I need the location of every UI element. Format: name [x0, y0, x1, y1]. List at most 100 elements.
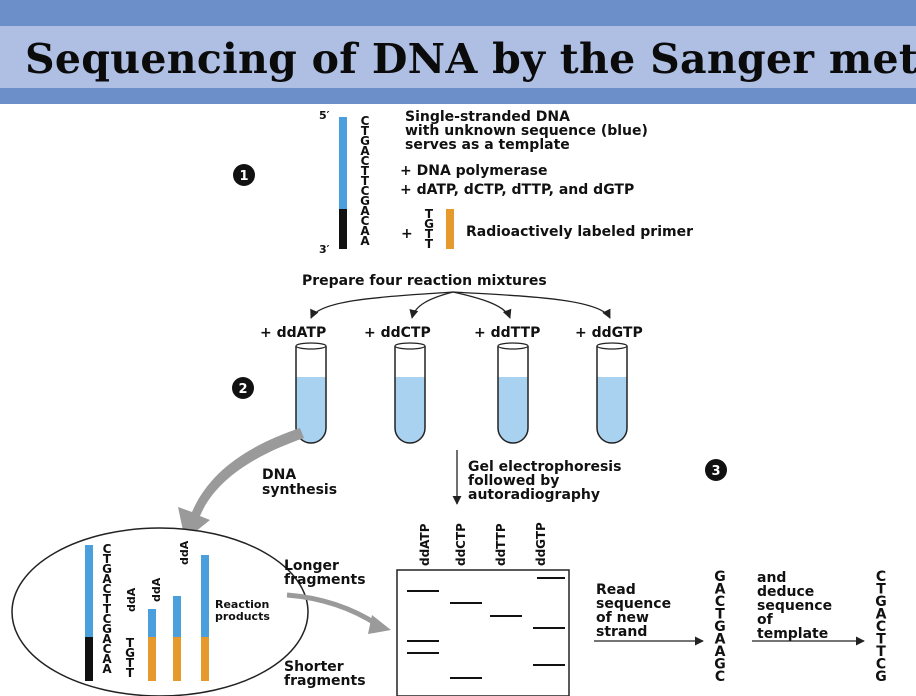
- gel: [396, 569, 570, 696]
- dntps-line: + dATP, dCTP, dTTP, and dGTP: [400, 182, 634, 198]
- title-underline-band: [0, 88, 916, 104]
- new-strand-base-6: A: [715, 632, 726, 648]
- shorter-fragments-line-1: Shorter: [284, 659, 344, 675]
- primer-plus: +: [401, 226, 413, 242]
- step-3-number: 3: [711, 464, 720, 479]
- inset-primer-base-3: T: [126, 656, 135, 670]
- step-2-number: 2: [238, 382, 247, 397]
- read-label-1: Read: [596, 582, 636, 598]
- deduce-label-4: of: [757, 612, 774, 628]
- test-tube-3: [497, 342, 529, 444]
- template-base-9: G: [360, 194, 370, 208]
- tube-label-ddgtp: + ddGTP: [575, 325, 643, 341]
- deduce-label-1: and: [757, 570, 786, 586]
- product-1-dda: ddA: [125, 587, 138, 612]
- inset-template-base-3: G: [102, 562, 112, 576]
- inset-template-black: [85, 637, 93, 681]
- new-strand-base-8: G: [714, 657, 726, 673]
- product-3-extension: [201, 555, 209, 637]
- longer-fragments-line-1: Longer: [284, 558, 339, 574]
- primer-strand: [446, 209, 454, 249]
- inset-template-base-5: C: [103, 582, 112, 596]
- new-strand-base-5: G: [714, 619, 726, 635]
- test-tube-4: [596, 342, 628, 444]
- template-base-3: G: [360, 134, 370, 148]
- tube-label-ddatp: + ddATP: [260, 325, 326, 341]
- template-base-11: C: [361, 214, 370, 228]
- template-seq-base-9: G: [875, 669, 887, 685]
- product-1-primer: [148, 637, 156, 681]
- deduce-label-3: sequence: [757, 598, 832, 614]
- template-seq-base-5: C: [876, 619, 886, 635]
- prepare-label: Prepare four reaction mixtures: [302, 273, 547, 289]
- inset-template-base-4: A: [102, 572, 112, 586]
- lane-label-ddttp: ddTTP: [494, 523, 508, 566]
- title-bar: Sequencing of DNA by the Sanger method: [0, 26, 916, 88]
- product-2-primer: [173, 637, 181, 681]
- arrow-to-tube-3: [452, 291, 512, 319]
- template-strand-black: [339, 209, 347, 249]
- reaction-products-line-2: products: [215, 610, 270, 623]
- template-seq-base-7: T: [876, 644, 886, 660]
- step-3-badge: [705, 459, 727, 481]
- template-desc-2: with unknown sequence (blue): [405, 123, 648, 139]
- new-strand-base-7: A: [715, 644, 726, 660]
- dna-synthesis-arrow: [178, 428, 304, 540]
- lane-label-ddgtp: ddGTP: [534, 522, 548, 566]
- five-prime-label: 5′: [319, 109, 330, 122]
- inset-template-base-11: C: [103, 642, 112, 656]
- new-strand-base-2: A: [715, 582, 726, 598]
- inset-template-base-10: A: [102, 632, 112, 646]
- template-base-13: A: [360, 234, 370, 248]
- template-seq-base-8: C: [876, 657, 886, 673]
- read-label-3: of new: [596, 610, 649, 626]
- template-base-4: A: [360, 144, 370, 158]
- template-base-12: A: [360, 224, 370, 238]
- template-base-6: T: [361, 164, 370, 178]
- inset-template-base-8: C: [103, 612, 112, 626]
- new-strand-base-3: C: [715, 594, 725, 610]
- inset-template-base-9: G: [102, 622, 112, 636]
- three-prime-label: 3′: [319, 243, 330, 256]
- primer-label: Radioactively labeled primer: [466, 224, 693, 240]
- inset-template-blue: [85, 545, 93, 637]
- inset-primer-base-4: T: [126, 666, 135, 680]
- inset-primer-base-2: G: [125, 646, 135, 660]
- step-2-badge: [232, 377, 254, 399]
- deduce-label-5: template: [757, 626, 828, 642]
- product-2-dda: ddA: [150, 577, 163, 602]
- shorter-fragments-line-2: fragments: [284, 673, 366, 689]
- new-strand-base-1: G: [714, 569, 726, 585]
- inset-template-base-13: A: [102, 662, 112, 676]
- inset-template-base-12: A: [102, 652, 112, 666]
- inset-primer-base-1: T: [126, 636, 135, 650]
- deduce-label-2: deduce: [757, 584, 814, 600]
- top-accent-band: [0, 0, 916, 26]
- new-strand-base-4: T: [715, 607, 725, 623]
- slide-title: Sequencing of DNA by the Sanger method: [25, 35, 916, 83]
- template-base-10: A: [360, 204, 370, 218]
- template-base-1: C: [361, 114, 370, 128]
- primer-base-1: T: [425, 207, 434, 221]
- template-base-2: T: [361, 124, 370, 138]
- product-1-extension: [148, 609, 156, 637]
- primer-base-2: G: [424, 217, 434, 231]
- read-label-4: strand: [596, 624, 647, 640]
- inset-template-base-6: T: [103, 592, 112, 606]
- arrow-to-tube-4: [452, 291, 611, 319]
- template-base-7: T: [361, 174, 370, 188]
- product-3-dda: ddA: [178, 540, 191, 565]
- product-3-primer: [201, 637, 209, 681]
- lane-label-ddatp: ddATP: [418, 523, 432, 566]
- arrow-to-tube-2: [409, 291, 454, 319]
- step-1-badge: [233, 164, 255, 186]
- primer-base-3: T: [425, 227, 434, 241]
- inset-template-base-7: T: [103, 602, 112, 616]
- template-strand-blue: [339, 117, 347, 209]
- longer-fragments-line-2: fragments: [284, 572, 366, 588]
- template-base-5: C: [361, 154, 370, 168]
